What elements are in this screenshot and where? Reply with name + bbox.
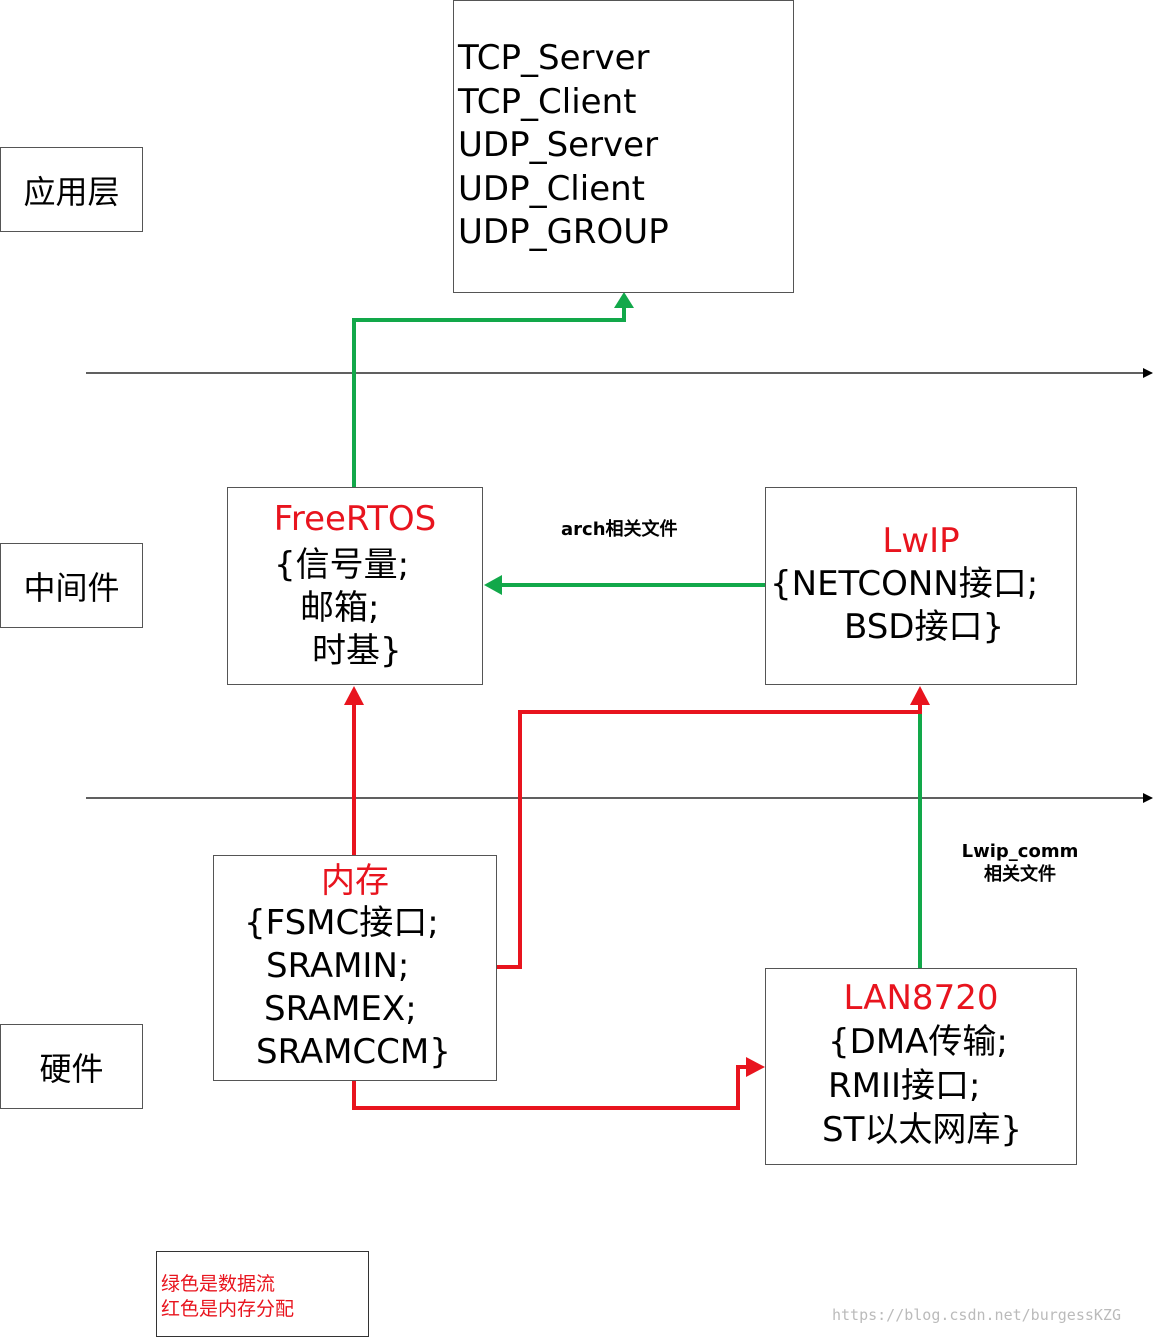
legend-red-text: 红色是内存分配 [161,1298,295,1320]
freertos-title: FreeRTOS [273,499,437,539]
app-item: UDP_GROUP [458,212,669,252]
freertos-line: 时基} [312,631,402,671]
app-item: UDP_Server [458,125,659,165]
lwip-comm-note-line2: 相关文件 [984,864,1056,885]
app-item: TCP_Server [458,38,650,78]
lan8720-title: LAN8720 [843,978,999,1018]
legend-green-text: 绿色是数据流 [161,1273,276,1295]
layer-label-application: 应用层 [0,147,143,232]
memory-line: SRAMEX; [264,989,417,1029]
lwip-line: BSD接口} [844,607,1005,647]
memory-title: 内存 [321,861,389,901]
memory-line: SRAMIN; [266,946,410,986]
lwip-box: LwIP {NETCONN接口; BSD接口} [765,487,1077,685]
lwip-line: {NETCONN接口; [770,564,1039,604]
middleware-layer-text: 中间件 [23,568,120,607]
application-layer-text: 应用层 [23,172,120,211]
lan8720-line: ST以太网库} [822,1110,1022,1150]
freertos-box: FreeRTOS {信号量; 邮箱; 时基} [227,487,483,685]
app-item: UDP_Client [458,168,645,209]
application-box: TCP_Server TCP_Client UDP_Server UDP_Cli… [453,0,794,293]
memory-box: 内存 {FSMC接口; SRAMIN; SRAMEX; SRAMCCM} [213,855,497,1081]
green-arrow-freertos-to-app [352,306,626,487]
lan8720-line: RMII接口; [828,1066,981,1106]
red-arrowhead-lan [746,1057,765,1077]
lan8720-line: {DMA传输; [828,1022,1008,1062]
memory-line: {FSMC接口; [244,903,439,943]
red-arrowhead-lwip [910,686,930,705]
legend-box: 绿色是数据流 红色是内存分配 [156,1251,369,1337]
lan8720-box: LAN8720 {DMA传输; RMII接口; ST以太网库} [765,968,1077,1165]
freertos-line: {信号量; [274,545,410,585]
layer-label-middleware: 中间件 [0,543,143,628]
watermark: https://blog.csdn.net/burgessKZG [832,1306,1121,1324]
red-arrow-mem-to-lan [352,1065,748,1110]
lwip-title: LwIP [882,521,960,561]
app-protocol-list: TCP_Server TCP_Client UDP_Server UDP_Cli… [458,37,669,255]
green-arrowhead-app [614,292,634,308]
lwip-comm-note-line1: Lwip_comm [961,841,1079,862]
hardware-layer-text: 硬件 [39,1049,104,1088]
arch-files-note: arch相关文件 [561,519,678,540]
app-item: TCP_Client [458,81,637,122]
lwip-comm-note: Lwip_comm 相关文件 [958,840,1082,886]
red-arrow-mem-to-lwip [496,703,922,969]
layer-label-hardware: 硬件 [0,1024,143,1109]
freertos-line: 邮箱; [300,588,380,628]
red-arrowhead-freertos [344,686,364,705]
green-arrowhead-freertos [484,575,502,595]
memory-line: SRAMCCM} [256,1032,451,1072]
